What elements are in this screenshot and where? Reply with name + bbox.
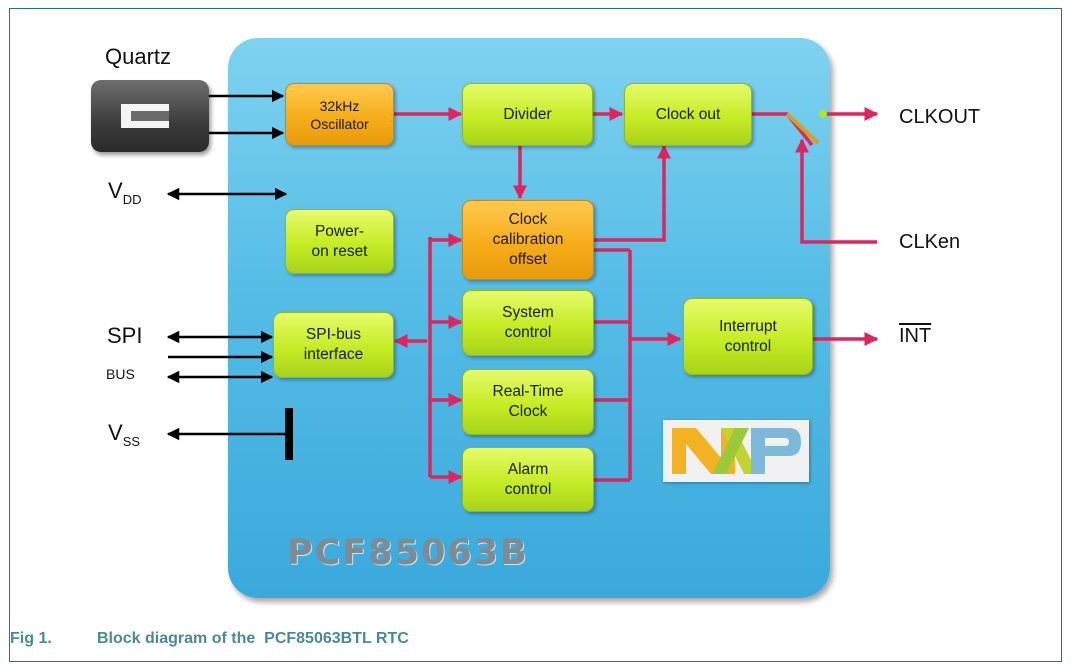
bus-label: BUS xyxy=(106,366,135,382)
figure-number: Fig 1. xyxy=(10,630,52,647)
figure-frame xyxy=(9,8,1062,662)
wire-clken xyxy=(795,138,877,244)
power-on-reset-block: Power- on reset xyxy=(285,209,394,274)
figure-title: Block diagram of the PCF85063BTL RTC xyxy=(97,630,409,647)
vss-label: VSS xyxy=(108,420,141,449)
int-label: INT xyxy=(899,325,932,347)
clken-label: CLKen xyxy=(899,231,961,253)
switch-contact xyxy=(819,110,827,118)
alarm-control-block: Alarm control xyxy=(462,447,594,512)
nxp-logo-mark xyxy=(672,428,801,474)
spi-interface-block: SPI-bus interface xyxy=(273,312,394,378)
clock-out-block: Clock out xyxy=(624,83,752,146)
system-control-block: System control xyxy=(462,290,594,356)
interrupt-control-block: Interrupt control xyxy=(683,298,813,375)
real-time-clock-block: Real-Time Clock xyxy=(462,369,594,435)
nxp-logo xyxy=(663,420,809,482)
figure-caption: Fig 1. Block diagram of the PCF85063BTL R… xyxy=(10,630,409,648)
quartz-label: Quartz xyxy=(105,44,172,69)
spi-label: SPI xyxy=(107,323,143,348)
clock-calibration-block: Clock calibration offset xyxy=(462,200,594,280)
quartz-crystal xyxy=(91,80,209,152)
clkout-label: CLKOUT xyxy=(899,106,981,128)
clkout-switch-lever xyxy=(785,112,820,145)
oscillator-block: 32kHz Oscillator xyxy=(285,83,394,146)
vss-ground-bar xyxy=(285,408,293,460)
quartz-icon xyxy=(121,104,169,128)
vdd-label: VDD xyxy=(108,178,142,207)
divider-block: Divider xyxy=(462,83,593,146)
wire-calib-clockout xyxy=(594,144,671,242)
chip-name: PCF85063B xyxy=(287,533,529,573)
